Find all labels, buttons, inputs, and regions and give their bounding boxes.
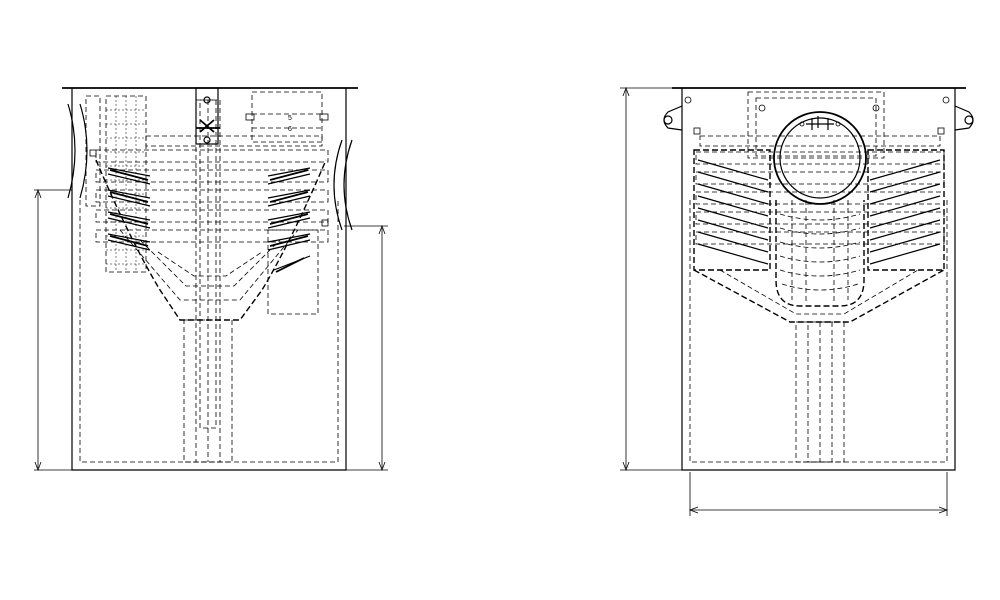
- label-5: 5: [288, 115, 292, 122]
- fitting-2: [203, 136, 211, 144]
- central-column: [183, 99, 233, 463]
- dimension-right: [344, 224, 388, 472]
- left-bracket: [67, 103, 88, 199]
- label-6: 6: [288, 126, 292, 133]
- fins-right: [267, 167, 311, 273]
- fins-left-front: [697, 159, 769, 265]
- screen-bowl: [775, 200, 865, 307]
- top-nozzle: [195, 87, 219, 145]
- side-frame-right: [267, 229, 319, 315]
- fitting-1: [203, 96, 211, 104]
- dimension-width: [688, 472, 949, 516]
- tank-outline: [71, 88, 347, 471]
- side-view: 5 6: [34, 87, 388, 472]
- fins-left: [107, 167, 151, 251]
- lifting-lug-right: [954, 105, 974, 131]
- fin-panel-left: [693, 149, 771, 271]
- front-view: [620, 86, 974, 516]
- upper-frame-left: [85, 95, 101, 207]
- hopper-front: [693, 269, 945, 323]
- dimension-left: [34, 188, 72, 472]
- inner-floor-front: [689, 200, 948, 463]
- dimension-height: [620, 86, 682, 472]
- fin-panel-right: [867, 149, 945, 271]
- top-fittings: [684, 96, 950, 135]
- rails-front: [695, 135, 945, 245]
- port-fitting: [806, 116, 834, 130]
- valves: [89, 113, 329, 227]
- tank-outline-front: [681, 88, 956, 471]
- screen-rings: [779, 200, 861, 304]
- inner-floor: [79, 200, 339, 463]
- grid-pattern: [106, 96, 146, 272]
- upper-frame-right: [251, 91, 323, 143]
- right-bracket: [333, 139, 353, 231]
- lifting-lug-left: [663, 105, 683, 131]
- central-column-front: [795, 321, 845, 463]
- fins-right-front: [869, 159, 941, 265]
- upper-frame-front: [747, 91, 885, 159]
